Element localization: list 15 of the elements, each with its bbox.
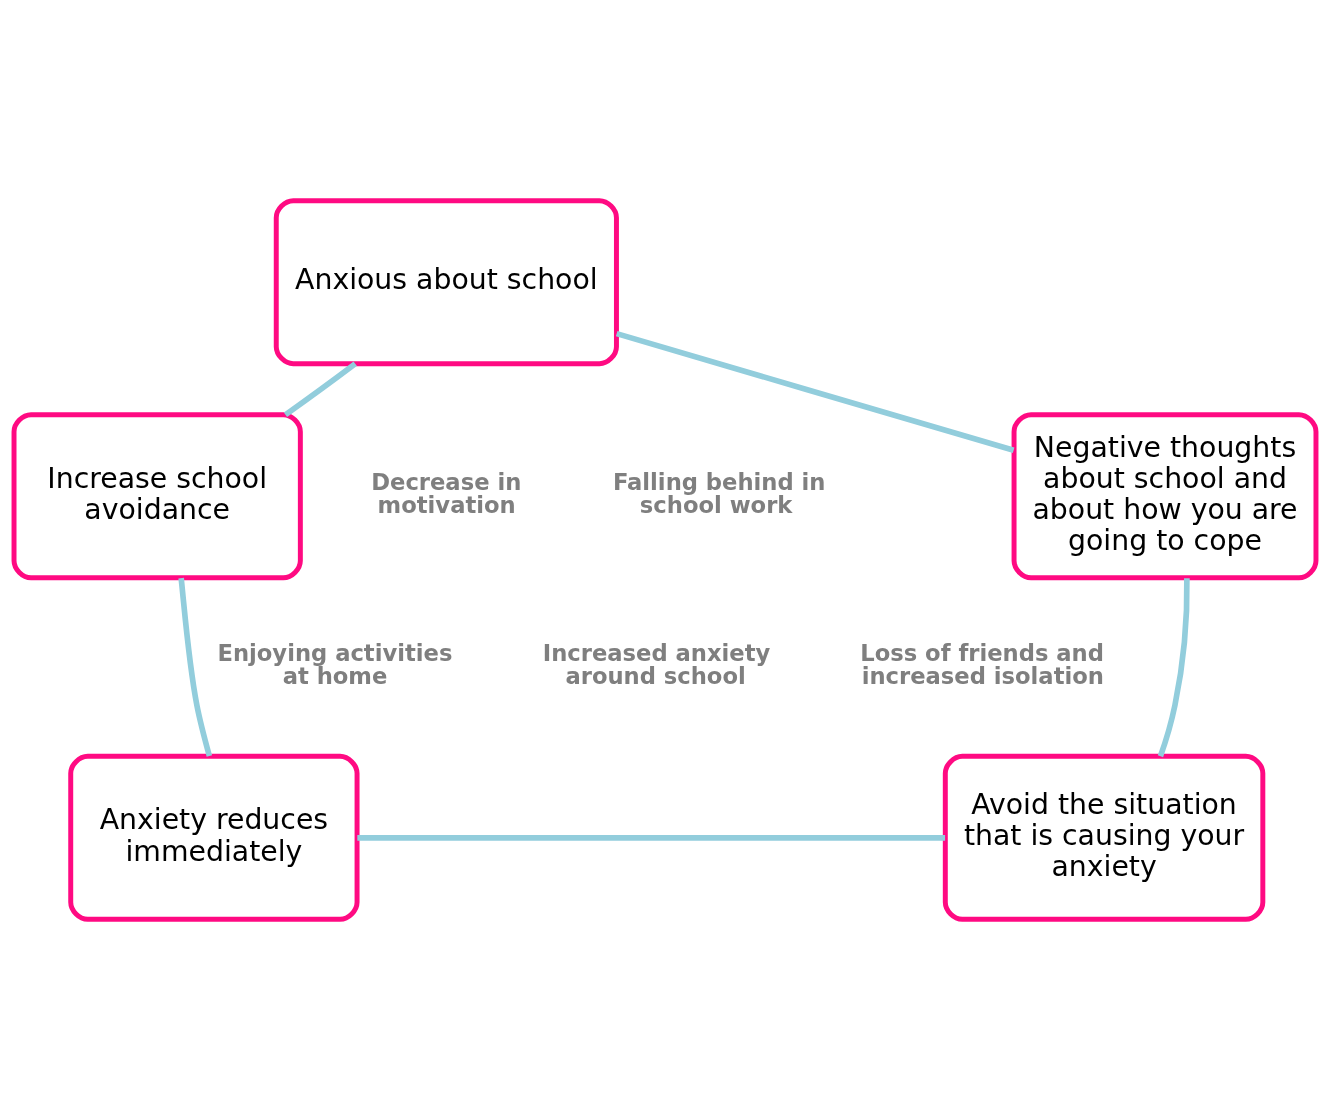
- label: Falling behind in school work: [612, 468, 826, 518]
- label: Decrease in motivation: [371, 468, 522, 518]
- node-box: Negative thoughts about school and about how you are going to cope: [1011, 411, 1319, 580]
- connector: [357, 834, 946, 841]
- connector: [1157, 577, 1190, 757]
- label: Loss of friends and increased isolation: [860, 639, 1104, 689]
- label: Increased anxiety around school: [542, 639, 771, 689]
- node-box: Anxiety reduces immediately: [68, 753, 360, 922]
- connector: [283, 360, 357, 417]
- node-box: Avoid the situation that is causing your anxiety: [942, 753, 1266, 922]
- node-box: Increase school avoidance: [11, 411, 303, 580]
- node-box: Anxious about school: [273, 197, 619, 366]
- connector: [178, 577, 213, 757]
- connector: [615, 330, 1015, 453]
- label: Enjoying activities at home: [217, 639, 453, 689]
